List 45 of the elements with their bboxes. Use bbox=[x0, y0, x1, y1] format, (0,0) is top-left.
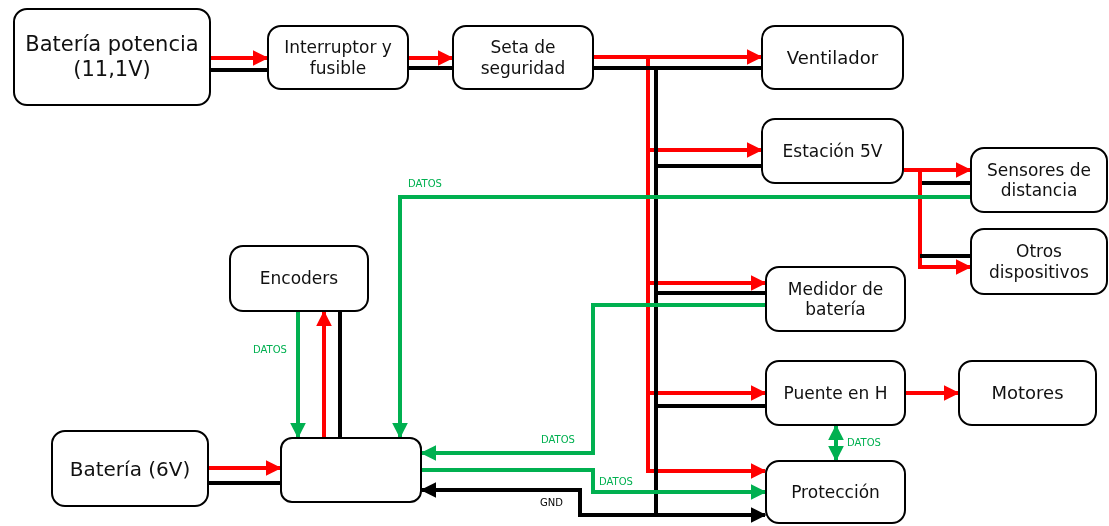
block-label: Motores bbox=[991, 382, 1064, 404]
block-box bbox=[958, 360, 1097, 426]
block-label: Sensores de distancia bbox=[986, 159, 1092, 201]
edge-label: DATOS bbox=[252, 344, 288, 356]
block-label: Estación 5V bbox=[782, 140, 883, 162]
block-label: Interruptor y fusible bbox=[283, 37, 393, 78]
block-box bbox=[765, 360, 906, 426]
block-box bbox=[452, 25, 594, 90]
block-label: Encoders bbox=[259, 268, 339, 289]
block-box bbox=[761, 25, 904, 90]
block-label: Otros dispositivos bbox=[988, 241, 1090, 282]
connector-arrow bbox=[409, 50, 454, 66]
block-label: Protección bbox=[791, 481, 880, 503]
block-box bbox=[229, 245, 369, 312]
connector-arrow bbox=[316, 310, 332, 437]
block-box bbox=[267, 25, 409, 90]
block-box bbox=[13, 8, 211, 106]
block-box bbox=[765, 266, 906, 332]
block-box bbox=[970, 228, 1108, 295]
connector-arrow bbox=[828, 424, 844, 462]
block-label: Ventilador bbox=[786, 46, 879, 69]
connector-arrow bbox=[904, 168, 972, 275]
block-box bbox=[765, 460, 906, 524]
block-label: Seta de seguridad bbox=[479, 37, 567, 78]
block-label: Batería (6V) bbox=[69, 456, 191, 481]
block-box bbox=[970, 147, 1108, 213]
connector-arrow bbox=[420, 66, 658, 517]
connector-arrow bbox=[420, 303, 765, 461]
edge-label: DATOS bbox=[407, 178, 443, 190]
edge-label: GND bbox=[539, 497, 564, 509]
block-label: Batería potencia (11,1V) bbox=[24, 31, 200, 83]
connector-arrow bbox=[392, 195, 970, 439]
block-label: Medidor de batería bbox=[786, 278, 885, 320]
block-box bbox=[280, 437, 422, 503]
edge-label: DATOS bbox=[540, 434, 576, 446]
block-label: Puente en H bbox=[783, 382, 888, 404]
block-box bbox=[51, 430, 209, 507]
connector-arrow bbox=[290, 312, 306, 439]
connector-arrow bbox=[209, 460, 282, 476]
connector-arrow bbox=[906, 385, 960, 401]
block-box bbox=[761, 118, 904, 184]
edge-label: DATOS bbox=[598, 476, 634, 488]
connector-arrow bbox=[422, 468, 767, 500]
edge-label: DATOS bbox=[846, 437, 882, 449]
connector-arrow bbox=[211, 50, 269, 66]
